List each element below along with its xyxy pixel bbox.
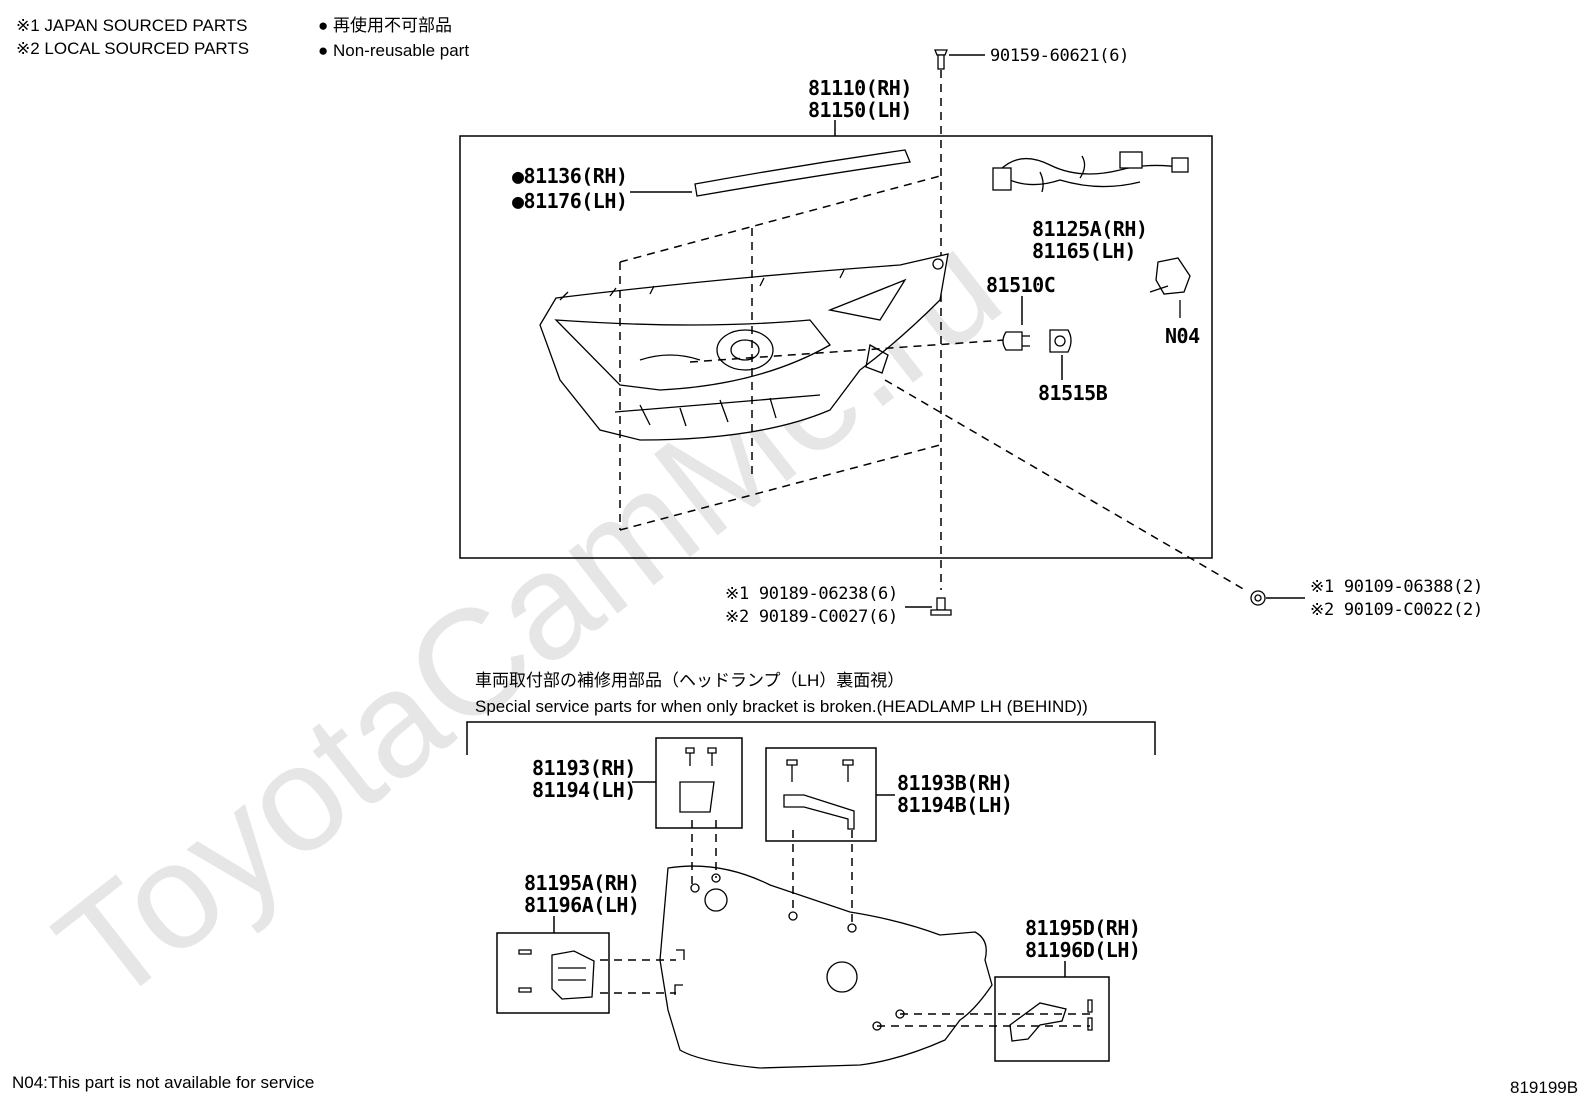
bracket-box-1 (655, 737, 743, 829)
label-strip-rh: ●81136(RH) (512, 164, 627, 188)
label-bracket3-rh: 81195A(RH) (524, 871, 639, 895)
screw-bottom-icon (930, 597, 952, 616)
bracket-2-icon (783, 759, 855, 830)
label-socket: 81515B (1038, 381, 1108, 405)
bracket-box-3 (496, 932, 610, 1014)
footer-note: N04:This part is not available for servi… (12, 1073, 314, 1092)
bulb-icon (1002, 331, 1030, 351)
label-strip-lh: ●81176(LH) (512, 189, 627, 213)
label-housing-lh: 81150(LH) (808, 98, 912, 122)
label-bracket4-lh: 81196D(LH) (1025, 938, 1140, 962)
label-screw-right-1: ※1 90109-06388(2) (1310, 577, 1483, 597)
service-title-en: Special service parts for when only brac… (475, 697, 1088, 716)
label-bulb: 81510C (986, 273, 1055, 297)
legend-nonreusable-en: ● Non-reusable part (318, 41, 469, 60)
label-screw-top: 90159-60621(6) (990, 46, 1129, 66)
socket-icon (1049, 329, 1072, 353)
headlamp-back-icon (659, 865, 993, 1069)
label-housing-rh: 81110(RH) (808, 76, 912, 100)
n04-part-icon (1149, 257, 1191, 318)
label-bracket3-lh: 81196A(LH) (524, 893, 639, 917)
bracket-3-icon (518, 949, 595, 1000)
label-bracket4-rh: 81195D(RH) (1025, 916, 1140, 940)
headlamp-assembly-frame (459, 135, 1213, 559)
headlamp-icon (539, 253, 949, 441)
label-bracket1-lh: 81194(LH) (532, 778, 636, 802)
service-title-jp: 車両取付部の補修用部品（ヘッドランプ（LH）裏面視） (475, 670, 904, 690)
screw-top-icon (934, 49, 948, 70)
label-wiring-rh: 81125A(RH) (1032, 217, 1147, 241)
label-bracket1-rh: 81193(RH) (532, 756, 636, 780)
label-n04: N04 (1165, 324, 1200, 348)
bracket-1-icon (679, 747, 717, 813)
footer-code: 819199B (1510, 1078, 1578, 1097)
label-screw-right-2: ※2 90109-C0022(2) (1310, 600, 1483, 620)
screw-right-icon (1250, 590, 1266, 606)
bracket-box-4 (994, 976, 1110, 1062)
legend-japan: ※1 JAPAN SOURCED PARTS (16, 16, 248, 35)
legend-local: ※2 LOCAL SOURCED PARTS (16, 39, 249, 58)
label-screw-bottom-1: ※1 90189-06238(6) (725, 584, 898, 604)
wiring-harness-icon (992, 151, 1189, 193)
bracket-box-2 (765, 747, 877, 842)
label-bracket2-rh: 81193B(RH) (897, 771, 1012, 795)
trim-strip-icon (694, 149, 911, 197)
bracket-4-icon (1009, 999, 1093, 1042)
label-bracket2-lh: 81194B(LH) (897, 793, 1012, 817)
label-wiring-lh: 81165(LH) (1032, 239, 1136, 263)
label-screw-bottom-2: ※2 90189-C0027(6) (725, 607, 898, 627)
legend-nonreusable-jp: ● 再使用不可部品 (318, 15, 452, 35)
